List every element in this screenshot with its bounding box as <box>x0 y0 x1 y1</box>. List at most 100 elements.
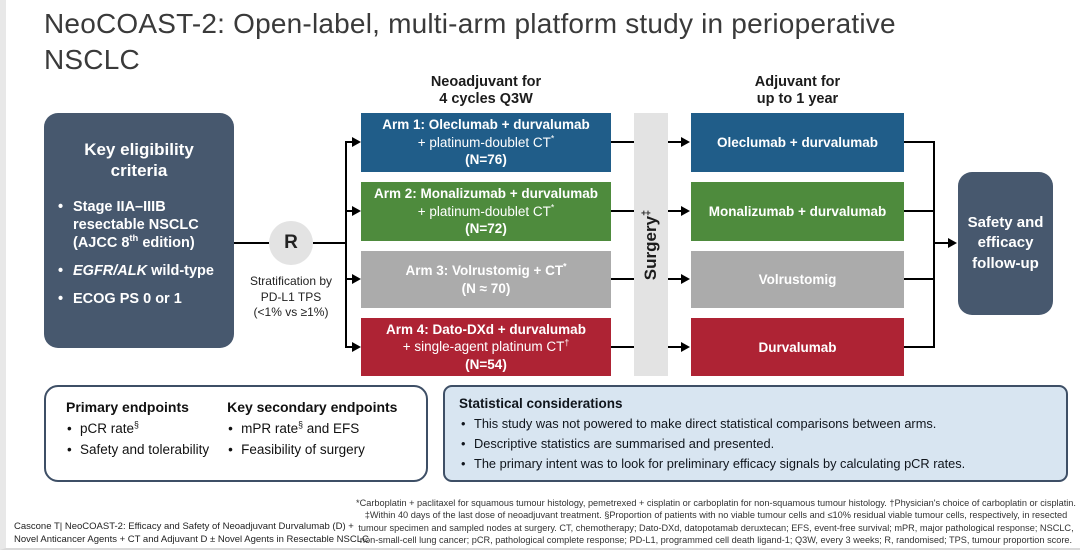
flow-branch-vertical-left <box>345 141 347 348</box>
eligibility-list: Stage IIA–IIIB resectable NSCLC (AJCC 8t… <box>58 198 220 309</box>
arm4-adjuvant-box: Durvalumab <box>691 318 904 376</box>
eligibility-item-egfr-alk: EGFR/ALK wild-type <box>58 262 220 280</box>
eligibility-item-ecog: ECOG PS 0 or 1 <box>58 290 220 308</box>
flow-line-arm4-to-surgery <box>611 346 634 348</box>
arrow-icon <box>352 342 361 352</box>
citation: Cascone T| NeoCOAST-2: Efficacy and Safe… <box>14 521 369 547</box>
eligibility-item-stage: Stage IIA–IIIB resectable NSCLC (AJCC 8t… <box>58 198 220 252</box>
arm3-title-line: Arm 3: Volrustomig + CT* <box>365 262 607 280</box>
stratification-note: Stratification by PD-L1 TPS (<1% vs ≥1%) <box>229 274 353 321</box>
arm1-neoadjuvant-box: Arm 1: Oleclumab + durvalumab + platinum… <box>361 113 611 172</box>
flow-line-surgery-to-adj1 <box>668 141 682 143</box>
statistics-item: Descriptive statistics are summarised an… <box>459 434 1054 454</box>
flow-line-to-arm3 <box>345 278 353 280</box>
adjuvant-header-line2: up to 1 year <box>756 91 839 108</box>
arrow-icon <box>948 238 957 248</box>
arm3-adjuvant-label: Volrustomig <box>758 272 837 287</box>
superscript: th <box>129 231 139 243</box>
endpoint-item: mPR rate§ and EFS <box>227 419 397 440</box>
arm2-regimen: + platinum-doublet CT* <box>365 203 607 221</box>
arrow-icon <box>681 206 690 216</box>
arm1-regimen: + platinum-doublet CT* <box>365 134 607 152</box>
arm1-adjuvant-box: Oleclumab + durvalumab <box>691 113 904 172</box>
endpoint-text: mPR rate <box>241 421 299 436</box>
randomisation-circle: R <box>269 221 313 265</box>
primary-endpoints-list: pCR rate§ Safety and tolerability <box>66 419 209 461</box>
citation-line1: Cascone T| NeoCOAST-2: Efficacy and Safe… <box>14 521 354 532</box>
flow-line-arm1-to-surgery <box>611 141 634 143</box>
followup-box: Safety and efficacy follow-up <box>958 172 1053 315</box>
arrow-icon <box>352 206 361 216</box>
eligibility-heading: Key eligibility criteria <box>84 140 194 181</box>
endpoint-text: Feasibility of surgery <box>241 441 365 457</box>
arm2-regimen-text: + platinum-doublet CT <box>417 203 551 219</box>
arm1-title: Arm 1: Oleclumab + durvalumab <box>382 117 590 133</box>
eligibility-item-text: Stage IIA–IIIB resectable NSCLC (AJCC 8 <box>73 198 199 251</box>
neoadjuvant-header-line2: 4 cycles Q3W <box>439 91 533 108</box>
footnote-marker: § <box>134 419 139 430</box>
eligibility-item-text: edition) <box>138 234 195 251</box>
statistical-considerations-heading: Statistical considerations <box>459 396 623 411</box>
followup-label: Safety and efficacy follow-up <box>967 214 1044 272</box>
flow-line-merge-to-followup <box>935 242 949 244</box>
citation-line2: Novel Anticancer Agents + CT and Adjuvan… <box>14 533 369 545</box>
footnote-marker: § <box>298 419 303 430</box>
stratification-line2: PD-L1 TPS <box>260 289 322 304</box>
statistics-item: This study was not powered to make direc… <box>459 414 1054 434</box>
arm4-title: Arm 4: Dato-DXd + durvalumab <box>386 321 586 337</box>
footnote-line: tumour specimen and sampled nodes at sur… <box>358 522 1074 533</box>
endpoint-item: Safety and tolerability <box>66 440 209 461</box>
footnote-marker: * <box>550 202 555 213</box>
surgery-bar: Surgery‡ <box>634 113 668 376</box>
statistics-item: The primary intent was to look for preli… <box>459 454 1054 474</box>
surgery-label: Surgery‡ <box>640 209 661 279</box>
arm3-adjuvant-box: Volrustomig <box>691 251 904 308</box>
flow-line-to-arm1 <box>345 141 353 143</box>
arm3-neoadjuvant-box: Arm 3: Volrustomig + CT* (N ≈ 70) <box>361 251 611 308</box>
flow-line-surgery-to-adj4 <box>668 346 682 348</box>
endpoint-text: Safety and tolerability <box>80 441 210 457</box>
arm4-regimen: + single-agent platinum CT† <box>365 338 607 356</box>
gene-names-italic: EGFR/ALK <box>73 262 148 279</box>
secondary-endpoints-heading: Key secondary endpoints <box>227 399 398 415</box>
arm4-n: (N=54) <box>465 356 507 372</box>
stratification-line3: (<1% vs ≥1%) <box>253 305 329 320</box>
footnote-marker: ‡ <box>640 209 653 216</box>
arrow-icon <box>681 342 690 352</box>
neoadjuvant-header-line1: Neoadjuvant for <box>430 74 542 90</box>
flow-line-surgery-to-adj2 <box>668 210 682 212</box>
arm2-n: (N=72) <box>465 221 507 237</box>
eligibility-item-text: wild-type <box>147 262 214 279</box>
footnote-marker: * <box>563 261 567 272</box>
arrow-icon <box>352 274 361 284</box>
footnote-line: non-small-cell lung cancer; pCR, patholo… <box>359 535 1073 546</box>
endpoint-item: pCR rate§ <box>66 419 209 440</box>
flow-line-to-arm2 <box>345 210 353 212</box>
endpoint-text: pCR rate <box>80 421 135 436</box>
endpoints-box: Primary endpoints pCR rate§ Safety and t… <box>44 385 428 482</box>
page-title: NeoCOAST-2: Open-label, multi-arm platfo… <box>44 8 896 76</box>
footnote-marker: * <box>550 133 555 144</box>
arm4-regimen-text: + single-agent platinum CT <box>402 339 565 355</box>
statistical-considerations-box: Statistical considerations This study wa… <box>443 385 1068 482</box>
arm1-regimen-text: + platinum-doublet CT <box>417 134 551 150</box>
arm3-title: Arm 3: Volrustomig + CT <box>405 262 564 278</box>
arm2-title: Arm 2: Monalizumab + durvalumab <box>374 186 598 202</box>
footnote-marker: † <box>564 337 570 348</box>
eligibility-item-text: ECOG PS 0 or 1 <box>73 291 182 307</box>
arrow-icon <box>681 274 690 284</box>
primary-endpoints-heading: Primary endpoints <box>66 399 189 415</box>
footnote-line: ‡Within 40 days of the last dose of neoa… <box>364 510 1068 521</box>
flow-line-adj1-to-merge <box>904 141 935 143</box>
flow-line-adj4-to-merge <box>904 346 935 348</box>
secondary-endpoints-column: Key secondary endpoints mPR rate§ and EF… <box>227 399 397 472</box>
flow-line-arm3-to-surgery <box>611 278 634 280</box>
secondary-endpoints-list: mPR rate§ and EFS Feasibility of surgery <box>227 419 397 461</box>
flow-line-adj3-to-merge <box>904 278 935 280</box>
adjuvant-column-header: Adjuvant for up to 1 year <box>691 74 904 109</box>
flow-line-arm2-to-surgery <box>611 210 634 212</box>
flow-branch-vertical-right <box>933 141 935 348</box>
arm1-adjuvant-label: Oleclumab + durvalumab <box>717 135 878 150</box>
randomisation-symbol: R <box>284 232 298 253</box>
